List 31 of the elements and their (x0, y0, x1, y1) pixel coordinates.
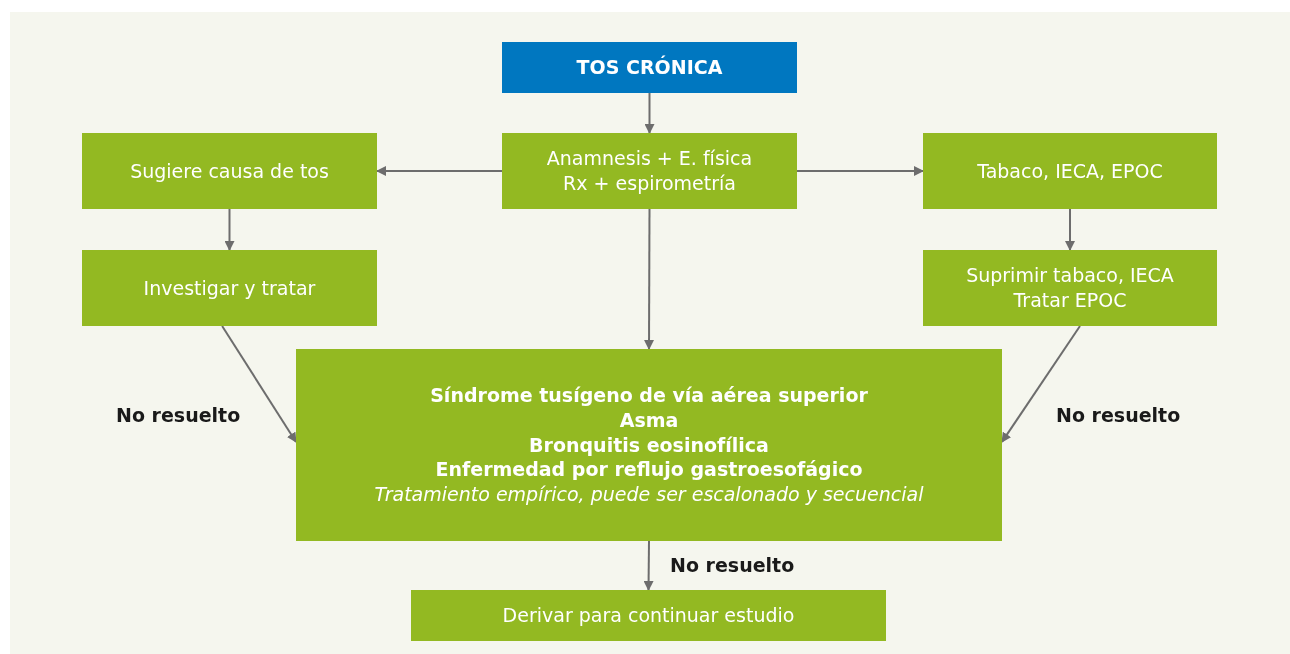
arrow (644, 92, 655, 134)
arrow (644, 208, 655, 350)
process-box (82, 250, 377, 326)
process-box (502, 133, 797, 209)
box-text: Anamnesis + E. física (546, 146, 753, 171)
box-text: TOS CRÓNICA (576, 55, 723, 80)
box-text: Tratamiento empírico, puede ser escalonado y secuencial (374, 482, 924, 507)
arrow (221, 325, 297, 443)
arrow (796, 166, 924, 176)
arrow (1001, 325, 1081, 443)
box-text: Tabaco, IECA, EPOC (977, 158, 1163, 184)
box-text: Rx + espirometría (563, 171, 736, 196)
arrow (1065, 208, 1075, 251)
process-box (411, 590, 886, 641)
arrow (643, 540, 654, 591)
process-box (923, 250, 1217, 326)
process-box (82, 133, 377, 209)
box-text: Derivar para continuar estudio (502, 603, 795, 628)
arrow (224, 208, 235, 251)
title-box (502, 42, 797, 93)
process-box (296, 349, 1002, 541)
arrow (376, 166, 503, 176)
box-text: Asma (619, 407, 679, 433)
box-text: Investigar y tratar (143, 275, 316, 301)
box-text: Síndrome tusígeno de vía aérea superior (430, 383, 868, 408)
box-text: Bronquitis eosinofílica (529, 432, 769, 458)
box-text: Suprimir tabaco, IECA (966, 263, 1174, 288)
box-text: Enfermedad por reflujo gastroesofágico (435, 457, 863, 483)
box-text: Tratar EPOC (1013, 288, 1127, 313)
process-box (923, 133, 1217, 209)
box-text: Sugiere causa de tos (130, 158, 329, 184)
